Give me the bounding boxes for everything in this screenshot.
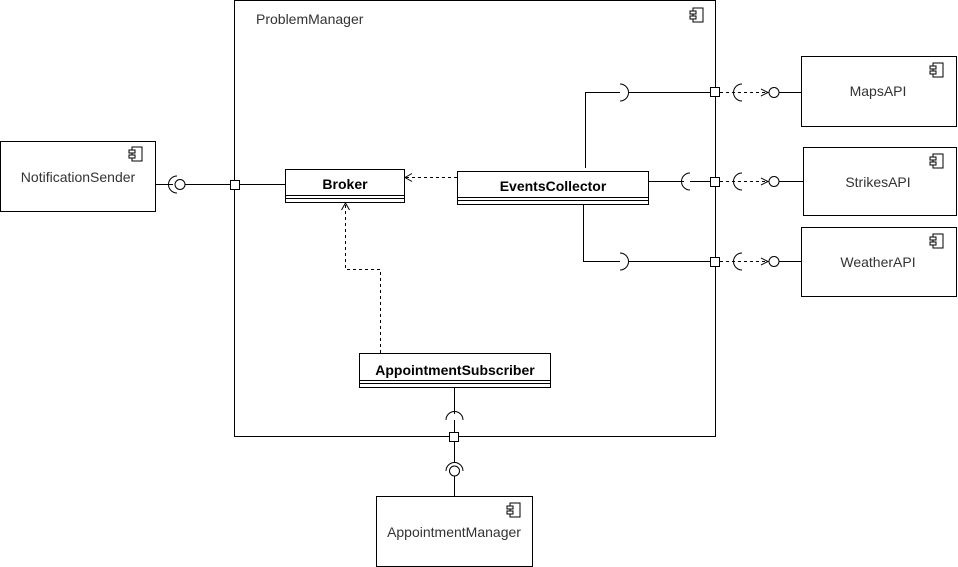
strikes-api-component[interactable]: StrikesAPI	[803, 147, 957, 216]
socket-icon	[445, 462, 464, 472]
lollipop-icon	[768, 176, 780, 187]
socket-icon	[619, 252, 629, 271]
notification-interface	[156, 175, 285, 194]
lollipop-icon	[174, 179, 186, 190]
strikes-api-label: StrikesAPI	[845, 174, 910, 190]
notification-sender-label: NotificationSender	[21, 169, 136, 185]
socket-icon	[681, 172, 691, 191]
events-collector-label: EventsCollector	[500, 178, 607, 194]
port-icon	[710, 257, 720, 267]
appointment-manager-label: AppointmentManager	[387, 524, 521, 540]
maps-api-label: MapsAPI	[850, 83, 907, 99]
appointment-subscriber-to-broker-dependency	[341, 201, 381, 353]
lollipop-icon	[768, 87, 780, 98]
port-icon	[710, 177, 720, 187]
weather-api-interface	[583, 205, 801, 271]
port-icon	[230, 180, 240, 190]
appointment-manager-interface	[445, 388, 464, 496]
events-collector-to-broker-dependency	[403, 173, 457, 182]
events-collector-class[interactable]: EventsCollector	[457, 171, 649, 205]
weather-api-label: WeatherAPI	[840, 254, 915, 270]
socket-icon	[168, 175, 178, 194]
socket-icon	[445, 411, 464, 421]
strikes-api-interface	[649, 172, 803, 191]
socket-icon	[619, 83, 629, 102]
maps-api-component[interactable]: MapsAPI	[801, 56, 957, 127]
port-icon	[710, 87, 720, 97]
appointment-subscriber-class[interactable]: AppointmentSubscriber	[359, 353, 551, 388]
broker-label: Broker	[322, 176, 368, 192]
appointment-manager-component[interactable]: AppointmentManager	[376, 496, 533, 567]
lollipop-icon	[449, 465, 460, 477]
notification-sender-component[interactable]: NotificationSender	[0, 141, 156, 212]
maps-api-interface	[585, 83, 801, 168]
appointment-subscriber-label: AppointmentSubscriber	[375, 362, 535, 378]
weather-api-component[interactable]: WeatherAPI	[801, 227, 957, 297]
broker-class[interactable]: Broker	[285, 169, 405, 203]
problem-manager-label: ProblemManager	[256, 11, 364, 27]
port-icon	[449, 432, 459, 442]
lollipop-icon	[768, 256, 780, 267]
